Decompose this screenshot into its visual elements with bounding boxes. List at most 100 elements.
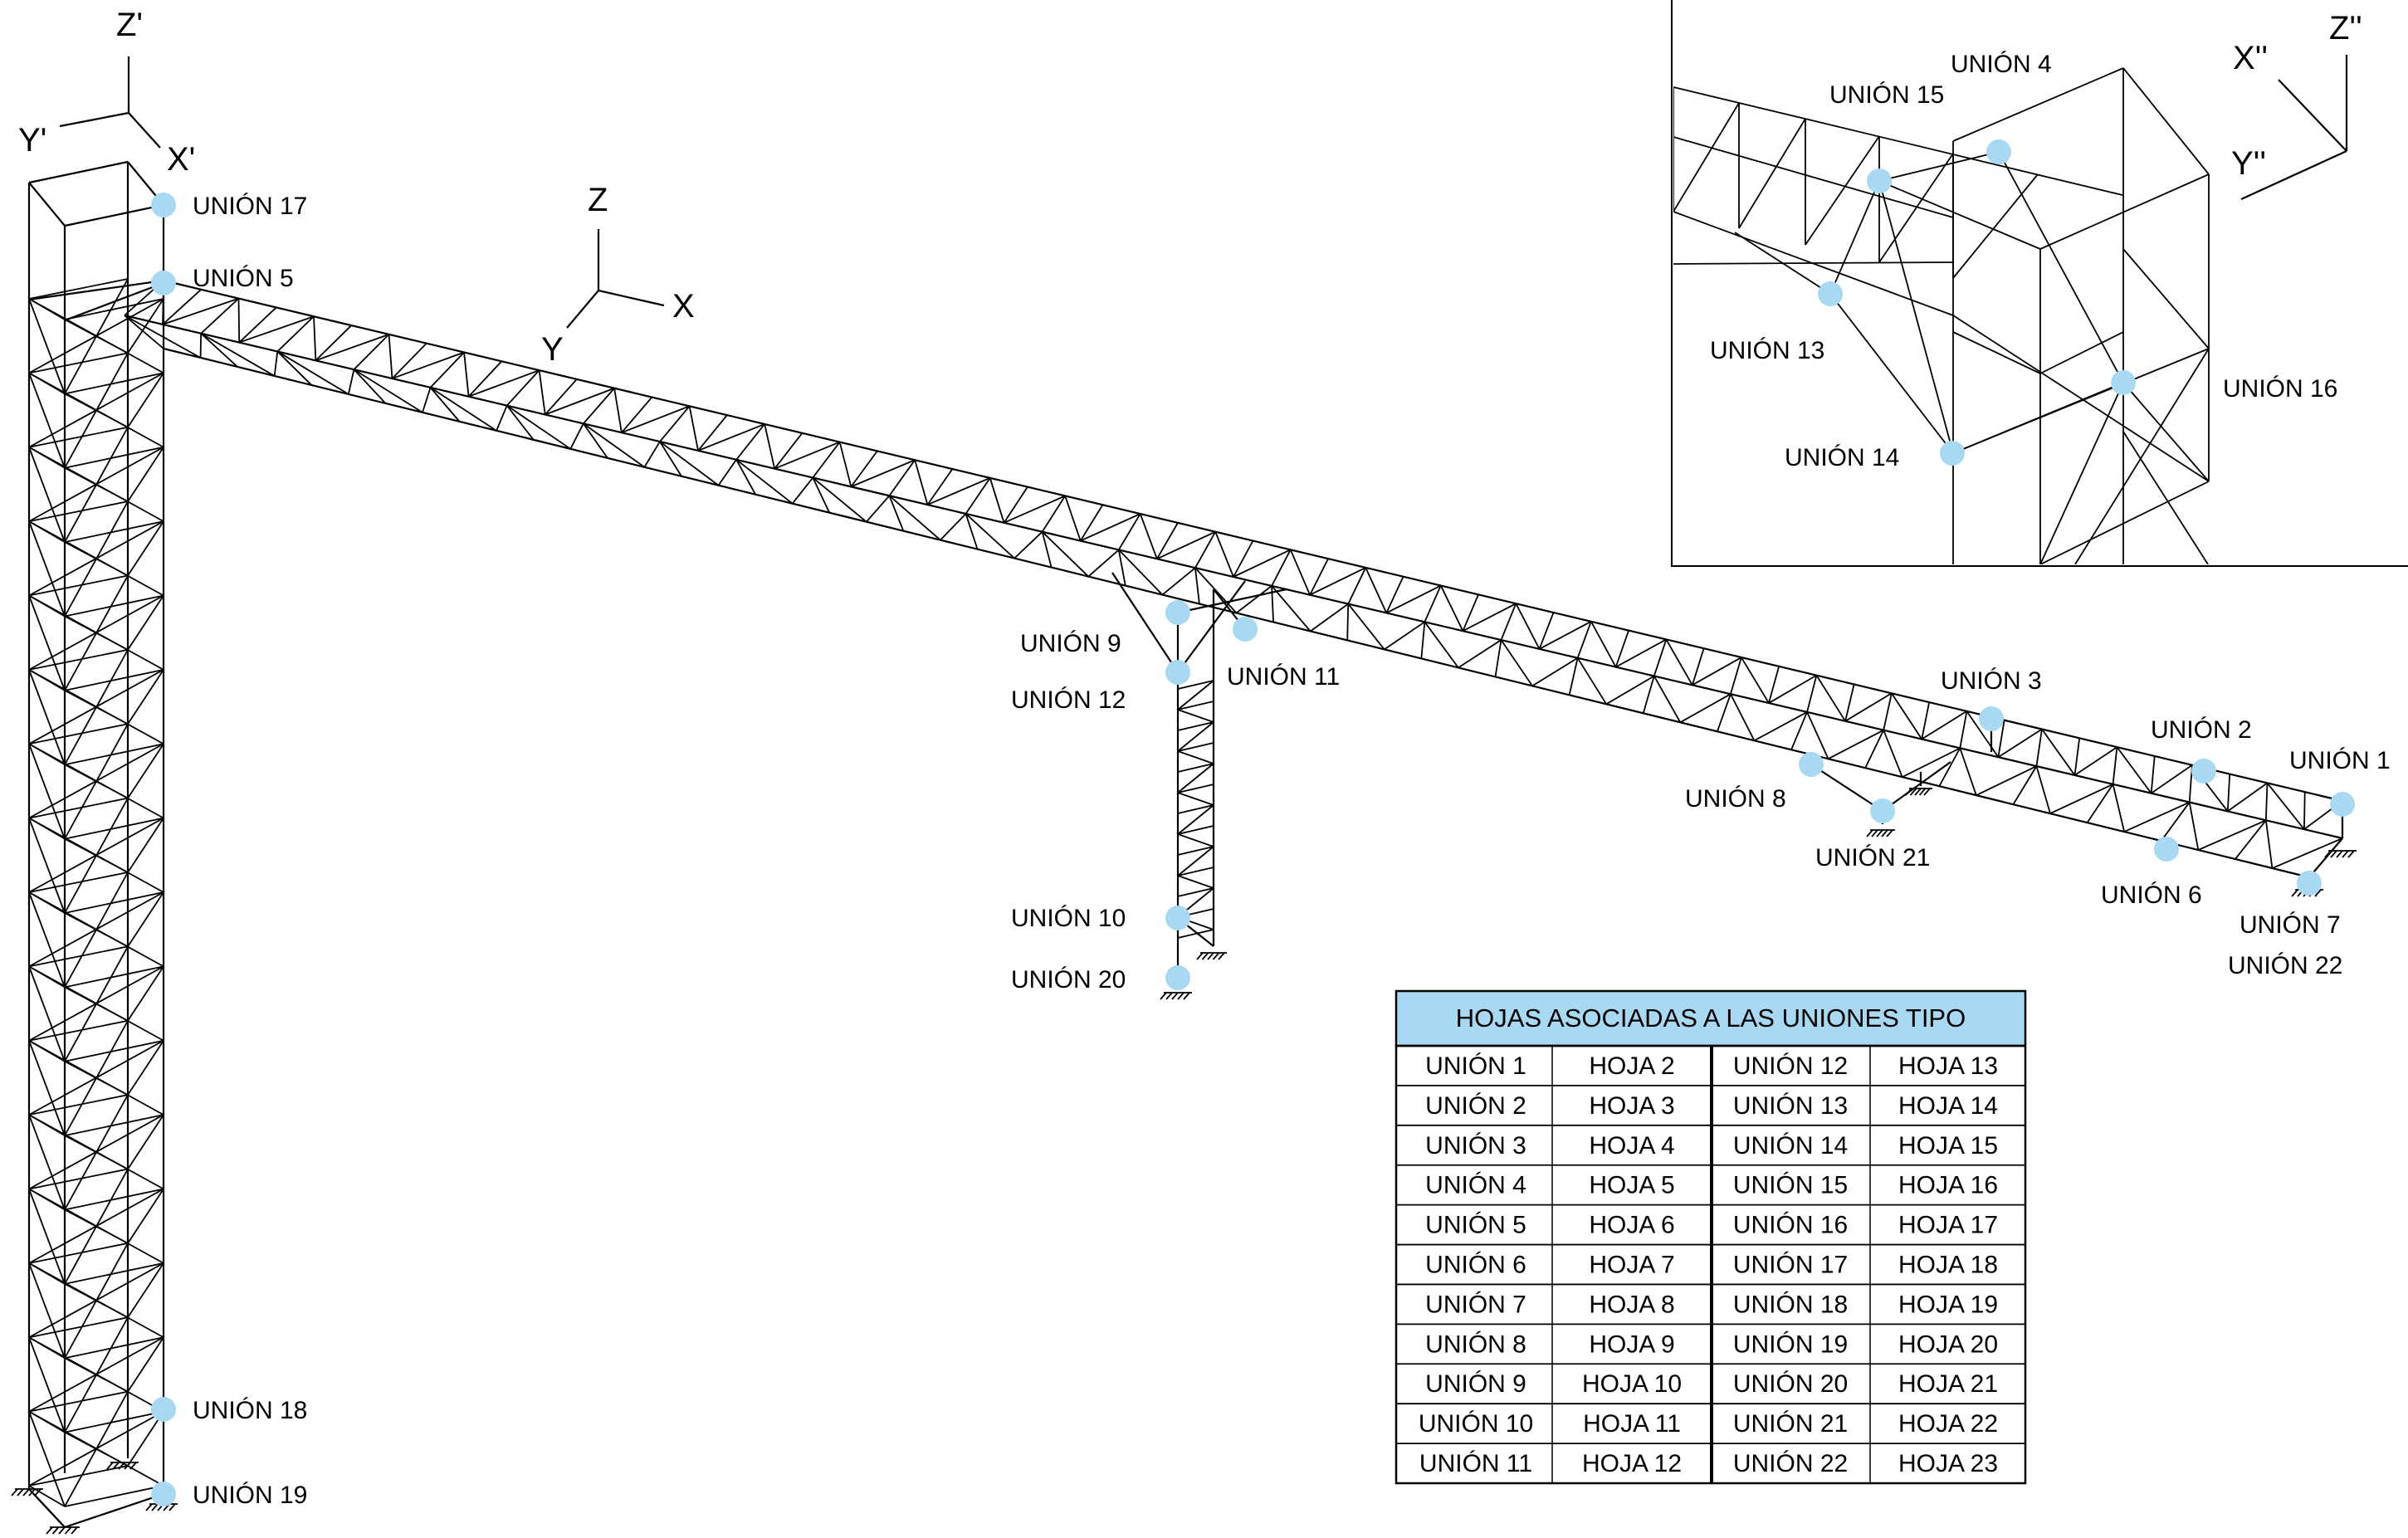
axes-detail: Z'' X'' Y'' <box>2231 10 2362 201</box>
label-union-17: UNIÓN 17 <box>193 193 307 220</box>
table-cell-left-union: UNIÓN 8 <box>1425 1330 1526 1358</box>
table-cell-right-union: UNIÓN 12 <box>1733 1052 1848 1080</box>
node-marker-u3 <box>1979 706 2004 731</box>
node-marker-u11 <box>1233 617 1258 642</box>
table-cell-right-union: UNIÓN 21 <box>1733 1410 1848 1438</box>
table-cell-right-union: UNIÓN 15 <box>1733 1172 1848 1199</box>
node-marker-u17 <box>151 193 176 217</box>
label-union-3: UNIÓN 3 <box>1941 667 2042 695</box>
label-union-9: UNIÓN 9 <box>1020 630 1121 657</box>
table-cell-right-union: UNIÓN 14 <box>1733 1132 1848 1160</box>
label-union-2: UNIÓN 2 <box>2151 716 2252 744</box>
detail-inset <box>1671 0 2408 567</box>
table-cell-left-union: UNIÓN 7 <box>1425 1291 1526 1318</box>
table-cell-right-sheet: HOJA 16 <box>1898 1172 1998 1199</box>
node-marker-u19 <box>151 1482 176 1506</box>
label-union-22: UNIÓN 22 <box>2228 952 2342 979</box>
label-union-13: UNIÓN 13 <box>1710 337 1824 364</box>
node-markers <box>151 139 2355 1506</box>
axis-label-z-detail: Z'' <box>2329 10 2362 46</box>
axes-tower: Z' Y' X' <box>18 7 195 178</box>
label-union-12: UNIÓN 12 <box>1011 686 1126 714</box>
label-union-20: UNIÓN 20 <box>1011 966 1126 994</box>
node-marker-u8 <box>1799 752 1824 777</box>
table-cell-left-sheet: HOJA 7 <box>1589 1252 1674 1279</box>
table-cell-left-sheet: HOJA 6 <box>1589 1212 1674 1239</box>
axis-label-y-main: Y <box>541 331 564 368</box>
axes-main: Z X Y <box>541 182 695 368</box>
table-cell-left-union: UNIÓN 4 <box>1425 1172 1526 1199</box>
table-cell-left-union: UNIÓN 9 <box>1425 1370 1526 1398</box>
table-cell-left-union: UNIÓN 3 <box>1425 1132 1526 1160</box>
table-cell-left-sheet: HOJA 11 <box>1583 1410 1681 1438</box>
label-union-1: UNIÓN 1 <box>2289 747 2391 774</box>
node-marker-u20 <box>1165 965 1190 990</box>
table-cell-right-sheet: HOJA 20 <box>1898 1330 1998 1358</box>
label-union-11: UNIÓN 11 <box>1227 663 1340 691</box>
axis-label-x-detail: X'' <box>2233 40 2268 76</box>
axis-label-y-tower: Y' <box>18 122 46 159</box>
table-title: HOJAS ASOCIADAS A LAS UNIONES TIPO <box>1456 1003 1966 1033</box>
tower-frame <box>11 160 178 1535</box>
label-union-10: UNIÓN 10 <box>1011 905 1126 932</box>
table-cell-right-union: UNIÓN 17 <box>1733 1252 1848 1279</box>
label-union-5: UNIÓN 5 <box>193 265 294 292</box>
label-union-6: UNIÓN 6 <box>2101 881 2202 909</box>
bridge-truss <box>124 279 2357 897</box>
table-cell-right-sheet: HOJA 13 <box>1898 1052 1998 1080</box>
table-cell-left-sheet: HOJA 12 <box>1582 1450 1682 1477</box>
table-header <box>1394 989 2027 1047</box>
node-marker-u18 <box>151 1397 176 1422</box>
table-cell-right-union: UNIÓN 16 <box>1733 1212 1848 1239</box>
label-union-18: UNIÓN 18 <box>193 1397 307 1424</box>
table-cell-right-union: UNIÓN 20 <box>1733 1370 1848 1398</box>
label-union-14: UNIÓN 14 <box>1785 444 1899 471</box>
table-cell-right-sheet: HOJA 23 <box>1898 1450 1998 1477</box>
table-cell-left-sheet: HOJA 3 <box>1589 1092 1674 1120</box>
label-union-8: UNIÓN 8 <box>1685 785 1786 813</box>
node-marker-u13 <box>1818 281 1843 306</box>
table-cell-left-union: UNIÓN 10 <box>1419 1410 1533 1438</box>
table-cell-left-union: UNIÓN 6 <box>1425 1252 1526 1279</box>
sheets-table: HOJAS ASOCIADAS A LAS UNIONES TIPO UNIÓN… <box>1394 989 2027 1485</box>
label-union-4: UNIÓN 4 <box>1951 51 2052 78</box>
label-union-19: UNIÓN 19 <box>193 1482 307 1509</box>
table-cell-left-sheet: HOJA 4 <box>1589 1132 1674 1160</box>
axis-label-z-main: Z <box>588 182 608 218</box>
node-marker-u6 <box>2154 837 2179 862</box>
table-cell-left-sheet: HOJA 5 <box>1589 1172 1674 1199</box>
table-cell-left-sheet: HOJA 9 <box>1589 1330 1674 1358</box>
node-marker-u2 <box>2191 759 2216 784</box>
table-cell-left-union: UNIÓN 5 <box>1425 1212 1526 1239</box>
table-cell-right-sheet: HOJA 21 <box>1898 1370 1998 1398</box>
node-marker-u16 <box>2111 370 2136 395</box>
table-cell-right-union: UNIÓN 13 <box>1733 1092 1848 1120</box>
table-cell-right-sheet: HOJA 15 <box>1898 1132 1998 1160</box>
node-marker-u12 <box>1165 660 1190 685</box>
node-marker-u1 <box>2330 792 2355 817</box>
middle-column <box>1111 572 1287 1000</box>
union-labels: UNIÓN 17 UNIÓN 5 UNIÓN 18 UNIÓN 19 UNIÓN… <box>193 51 2391 1509</box>
table-cell-right-sheet: HOJA 22 <box>1898 1410 1998 1438</box>
table-cell-left-sheet: HOJA 2 <box>1589 1052 1674 1080</box>
table-cell-right-sheet: HOJA 19 <box>1898 1291 1998 1318</box>
label-union-16: UNIÓN 16 <box>2223 375 2337 403</box>
table-cell-left-union: UNIÓN 2 <box>1425 1092 1526 1120</box>
table-cell-right-sheet: HOJA 17 <box>1898 1212 1998 1239</box>
node-marker-u9 <box>1165 600 1190 625</box>
label-union-15: UNIÓN 15 <box>1829 81 1944 109</box>
table-cell-left-sheet: HOJA 8 <box>1589 1291 1674 1318</box>
table-cell-right-sheet: HOJA 14 <box>1898 1092 1998 1120</box>
table-cell-right-sheet: HOJA 18 <box>1898 1252 1998 1279</box>
axis-label-x-tower: X' <box>167 141 195 178</box>
label-union-21: UNIÓN 21 <box>1815 844 1930 872</box>
table-cell-left-sheet: HOJA 10 <box>1582 1370 1682 1398</box>
axis-label-y-detail: Y'' <box>2231 145 2266 182</box>
table-cell-left-union: UNIÓN 11 <box>1419 1450 1532 1477</box>
table-cell-right-union: UNIÓN 19 <box>1733 1330 1848 1358</box>
node-marker-u4 <box>1986 139 2011 164</box>
axis-label-x-main: X <box>672 288 695 325</box>
table-cell-right-union: UNIÓN 22 <box>1733 1450 1848 1477</box>
table-cell-right-union: UNIÓN 18 <box>1733 1291 1848 1318</box>
